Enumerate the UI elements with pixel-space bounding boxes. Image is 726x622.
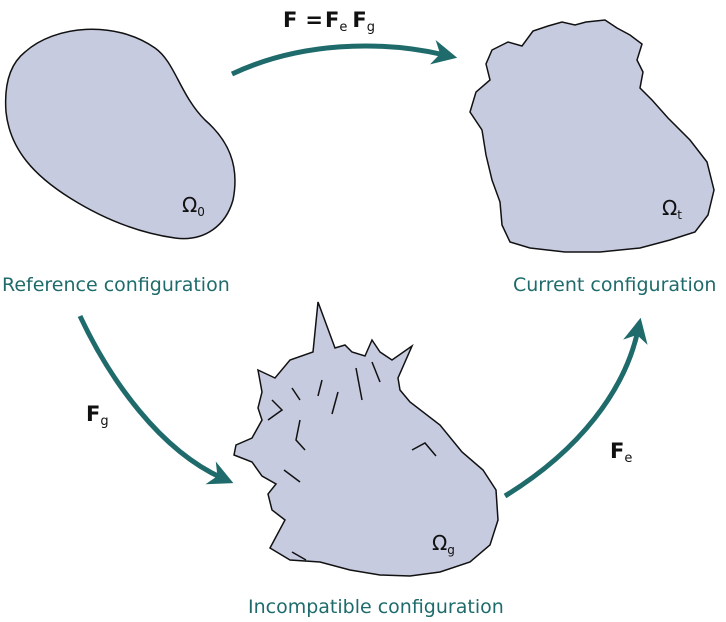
growth-map-arrow [77,314,234,485]
reference-domain-symbol: Ω0 [182,193,205,219]
reference-configuration-label: Reference configuration [2,274,230,296]
incompatible-domain-symbol: Ωg [432,531,455,557]
elastic-map-label: Fe [610,439,632,466]
elastic-map-arrow [503,317,648,499]
current-configuration-label: Current configuration [513,274,716,296]
incompatible-configuration-label: Incompatible configuration [248,596,504,618]
current-domain-symbol: Ωt [662,196,682,222]
reference-shape [4,28,236,240]
incompatible-shape-details [267,361,437,561]
growth-map-label: Fg [86,402,109,429]
current-shape [469,19,715,253]
total-map-arrow [230,40,458,77]
incompatible-shape [233,301,499,577]
